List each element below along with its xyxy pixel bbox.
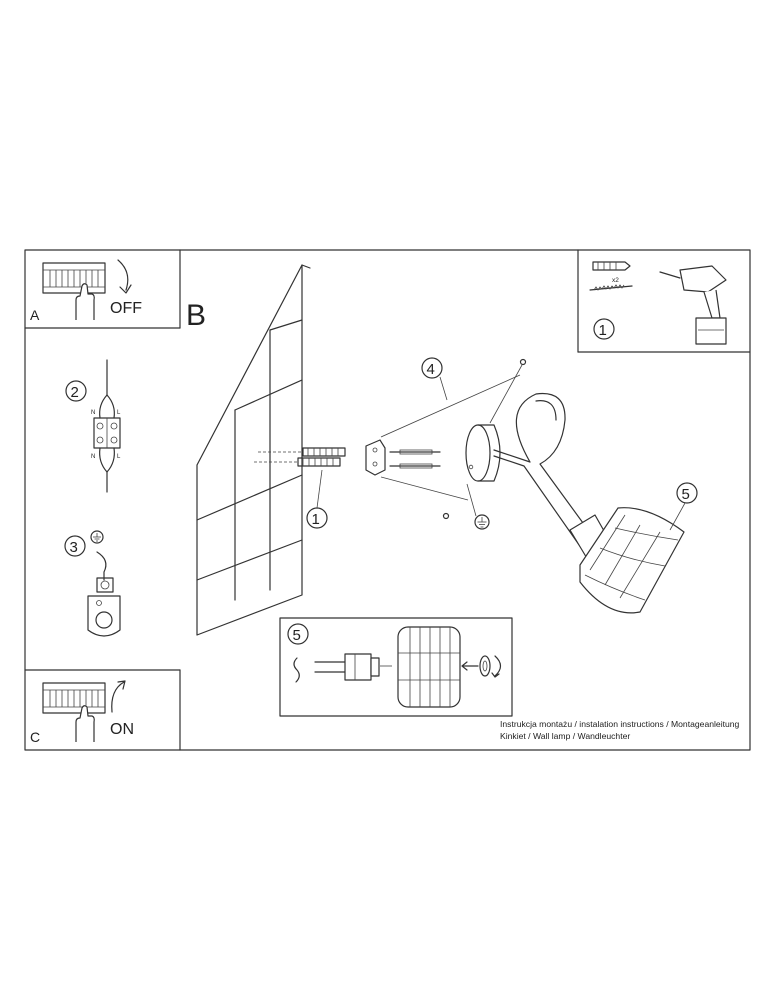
wall-tiles xyxy=(196,264,311,636)
dowel-icon xyxy=(592,261,631,271)
panel-a: OFF A xyxy=(30,259,142,323)
screw-cap-icon xyxy=(442,512,450,520)
hand-icon xyxy=(75,283,95,320)
step-lamp-head-number: 5 xyxy=(682,486,690,503)
step-number-badge xyxy=(65,380,87,402)
exploded-view-lines xyxy=(380,364,523,501)
tools-panel: x2 1 xyxy=(589,261,727,345)
panel-c-letter: C xyxy=(30,729,40,745)
wire-label-n-bottom: N xyxy=(91,454,95,460)
cage-shade-icon xyxy=(569,507,685,614)
step-shade-assembly-number: 5 xyxy=(293,627,301,644)
panel-a-letter: A xyxy=(30,307,40,323)
wire-label-n-top: N xyxy=(91,410,95,416)
hardware-qty: x2 xyxy=(612,277,619,284)
screw-cap-icon xyxy=(519,358,527,366)
step-number-badge xyxy=(593,318,615,340)
leader-line xyxy=(316,469,323,509)
step-number-badge xyxy=(64,535,86,557)
wire-icon xyxy=(293,657,300,683)
shade-assembly-panel: 5 xyxy=(287,623,502,708)
canopy-icon xyxy=(465,424,501,482)
dowel-icon xyxy=(302,447,346,457)
dowel-icon xyxy=(297,457,341,467)
arrow-icon xyxy=(461,661,479,671)
curved-arrow-icon xyxy=(111,680,126,713)
step-mounting-plate-number: 4 xyxy=(427,361,435,378)
ground-terminal-icon xyxy=(87,577,121,637)
screw-thread xyxy=(593,284,625,291)
leader-line xyxy=(439,376,448,401)
panel-dividers xyxy=(24,249,751,751)
wire-label-l-top: L xyxy=(117,410,121,416)
step-number-badge xyxy=(676,482,698,504)
ground-symbol-icon xyxy=(474,514,490,530)
rotate-arrow-icon xyxy=(491,655,502,678)
wire-label-l-bottom: L xyxy=(117,454,121,460)
step-number-badge xyxy=(287,623,309,645)
step-wiring-number: 2 xyxy=(71,384,79,401)
panel-c-action: ON xyxy=(110,721,134,738)
outer-frame xyxy=(24,249,751,751)
ground-symbol-icon xyxy=(90,530,104,544)
lamp-socket-icon xyxy=(314,653,380,681)
terminal-block-icon xyxy=(93,417,121,449)
screw-icon xyxy=(389,463,441,469)
step-wiring: 2 N L N L xyxy=(65,359,121,493)
panel-a-action: OFF xyxy=(110,300,142,317)
curved-arrow-icon xyxy=(117,259,132,294)
step-wall-plugs-number: 1 xyxy=(312,511,320,528)
leader-line xyxy=(669,502,686,531)
step-ground: 3 xyxy=(64,530,121,637)
ground-wire xyxy=(96,551,107,581)
leader-line xyxy=(466,483,477,517)
breaker-panel-icon xyxy=(42,262,106,294)
screw-icon xyxy=(389,449,441,455)
caption-line-1: Instrukcja montażu / instalation instruc… xyxy=(500,719,740,729)
panel-c: ON C xyxy=(30,680,134,745)
step-ground-number: 3 xyxy=(70,539,78,556)
wall-plug-set xyxy=(254,447,346,467)
power-drill-icon xyxy=(659,265,727,345)
cage-shade-icon xyxy=(397,626,461,708)
wire-icon xyxy=(99,359,115,493)
mounting-bracket-icon xyxy=(365,439,386,476)
locking-ring-icon xyxy=(479,655,491,677)
caption-line-2: Kinkiet / Wall lamp / Wandleuchter xyxy=(500,731,631,741)
breaker-panel-icon xyxy=(42,682,106,714)
step-number-badge xyxy=(421,357,443,379)
panel-b-letter: B xyxy=(186,299,206,332)
hand-icon xyxy=(75,705,95,742)
step-tools-number: 1 xyxy=(599,322,607,339)
